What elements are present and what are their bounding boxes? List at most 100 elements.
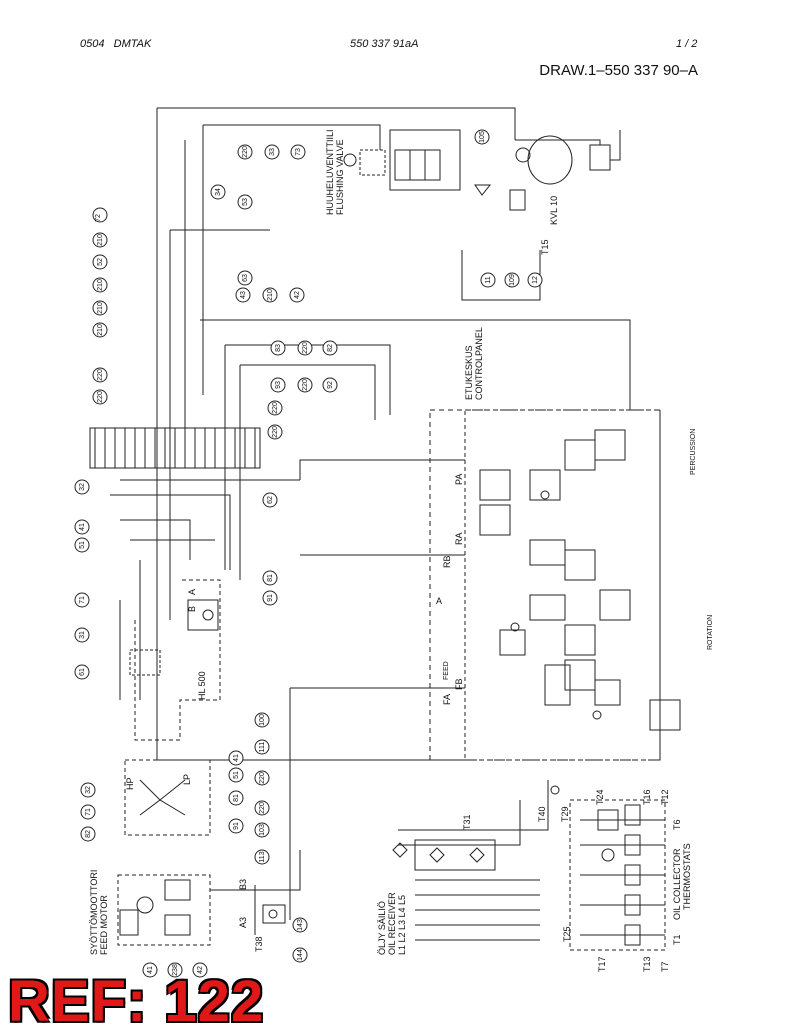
t13: T13 xyxy=(642,956,652,972)
balloon-31 xyxy=(74,627,90,643)
balloon-53 xyxy=(237,194,253,210)
percussion-label: PERCUSSION xyxy=(690,429,697,475)
component-labels: HUUHELUVENTTIILI FLUSHING VALVE ETUKESKU… xyxy=(89,129,714,955)
balloon-text-37: 12 xyxy=(532,276,539,284)
balloon-210-a xyxy=(92,232,108,248)
port-a3: A3 xyxy=(238,917,248,928)
flushing-label-fi: HUUHELUVENTTIILI xyxy=(325,129,335,215)
hl500-box xyxy=(129,579,221,741)
balloon-text-43: 81 xyxy=(233,794,240,802)
balloon-text-42: 220 xyxy=(259,772,266,784)
balloon-51-b xyxy=(228,767,244,783)
balloon-text-46: 91 xyxy=(233,822,240,830)
balloon-83 xyxy=(270,340,286,356)
balloon-34 xyxy=(210,184,226,200)
balloon-text-9: 41 xyxy=(79,523,86,531)
rotation-label: ROTATION xyxy=(707,615,714,650)
feed-motor-label-fi: SYÖTTÖMOOTTORI xyxy=(89,870,99,955)
balloon-52 xyxy=(92,254,108,270)
balloon-text-47: 113 xyxy=(259,851,266,862)
port-ra: RA xyxy=(454,532,464,545)
balloon-105 xyxy=(474,129,490,145)
flushing-valve xyxy=(343,129,461,191)
control-label-fi: ETUKESKUS xyxy=(464,345,474,400)
balloon-220-i xyxy=(254,800,270,816)
balloon-100 xyxy=(254,712,270,728)
header-product: DMTAK xyxy=(113,38,152,50)
control-panel xyxy=(429,409,681,761)
balloon-text-15: 53 xyxy=(242,198,249,206)
t38: T38 xyxy=(254,936,264,952)
t7: T7 xyxy=(660,961,670,972)
balloon-text-30: 91 xyxy=(267,594,274,602)
flushing-label-en: FLUSHING VALVE xyxy=(335,139,345,215)
balloon-210-e xyxy=(262,287,278,303)
balloon-210-d xyxy=(92,322,108,338)
control-label-en: CONTROLPANEL xyxy=(474,327,484,400)
balloon-text-21: 93 xyxy=(275,381,282,389)
balloon-text-3: 210 xyxy=(97,279,104,291)
balloon-text-51: 143 xyxy=(297,919,304,931)
balloon-220-f xyxy=(267,424,283,440)
balloon-41-c xyxy=(142,962,158,978)
kvl-label: KVL 10 xyxy=(549,196,559,225)
balloon-33 xyxy=(264,144,280,160)
balloon-text-23: 220 xyxy=(302,379,309,391)
header-doc-number: 550 337 91aA xyxy=(350,38,419,50)
balloon-text-19: 42 xyxy=(294,291,301,299)
balloon-220-h xyxy=(254,770,270,786)
balloon-text-40: 41 xyxy=(233,754,240,762)
feed-label: FEED xyxy=(443,661,450,680)
balloon-text-33: 73 xyxy=(295,148,302,156)
feed-motor-label-en: FEED MOTOR xyxy=(99,895,109,955)
balloon-text-2: 52 xyxy=(97,258,104,266)
t-port-labels: T15 T38 T24 T29 T40 T31 T25 T16 T12 T17 … xyxy=(254,239,682,972)
t15: T15 xyxy=(540,239,550,255)
balloon-text-35: 11 xyxy=(485,276,492,283)
oil-lines-label: L1 L2 L3 L4 L5 xyxy=(397,895,407,955)
balloon-text-0: 72 xyxy=(95,214,102,222)
pipe-27 xyxy=(398,780,549,831)
balloon-text-36: 109 xyxy=(509,274,516,286)
pipe-15 xyxy=(110,494,231,570)
balloon-144 xyxy=(292,947,308,963)
balloon-text-25: 92 xyxy=(327,381,334,389)
balloon-220-b xyxy=(92,389,108,405)
balloon-71 xyxy=(74,592,90,608)
port-fa: FA xyxy=(442,694,452,705)
header-left: 0504 DMTAK xyxy=(80,38,151,50)
balloon-210-b xyxy=(92,277,108,293)
port-b3: B3 xyxy=(238,879,248,890)
pipe-top-2 xyxy=(157,107,516,140)
lp-label: LP xyxy=(182,774,192,785)
pipe-lines xyxy=(110,107,661,941)
balloon-92 xyxy=(322,377,338,393)
reference-number: REF: 122 xyxy=(8,969,265,1034)
balloon-220-d xyxy=(297,377,313,393)
t25: T25 xyxy=(562,926,572,942)
t12: T12 xyxy=(660,789,670,805)
port-pa: PA xyxy=(454,474,464,485)
balloon-81-b xyxy=(228,790,244,806)
balloon-text-13: 61 xyxy=(79,668,86,676)
balloon-text-39: 111 xyxy=(259,742,266,753)
pipe-28 xyxy=(398,800,521,846)
header-code: 0504 xyxy=(80,38,105,50)
balloon-220-a xyxy=(92,367,108,383)
pipe-top-3 xyxy=(203,124,381,150)
pipe-11 xyxy=(240,364,376,420)
balloon-238 xyxy=(167,962,183,978)
balloon-71-b xyxy=(80,804,96,820)
pipe-24 xyxy=(255,850,301,891)
balloon-82 xyxy=(322,340,338,356)
balloon-82-b xyxy=(80,826,96,842)
balloons xyxy=(74,129,543,978)
balloon-text-12: 31 xyxy=(79,631,86,639)
port-a: A xyxy=(187,589,197,595)
kvl-block xyxy=(474,130,621,211)
balloon-text-22: 220 xyxy=(302,342,309,354)
balloon-73 xyxy=(290,144,306,160)
balloon-220-e xyxy=(267,400,283,416)
t24: T24 xyxy=(595,789,605,805)
